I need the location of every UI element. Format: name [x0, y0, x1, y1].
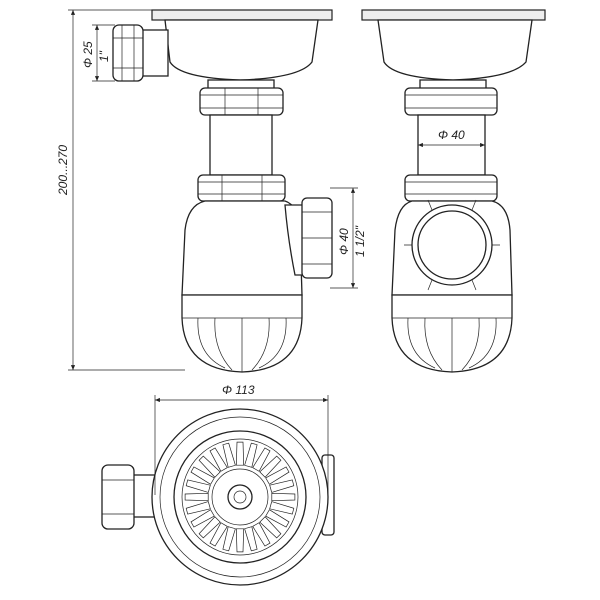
pipe-diameter-label: Φ 40 — [438, 128, 465, 142]
height-dimension: 200...270 — [56, 9, 185, 371]
strainer-slot — [190, 466, 215, 485]
strainer-slot — [235, 528, 245, 553]
sink-rim — [151, 9, 333, 21]
strainer-slot — [252, 447, 271, 472]
top-view — [101, 408, 335, 586]
outlet-connector — [284, 197, 333, 279]
outlet-diameter-label: Φ 40 — [337, 228, 351, 255]
outlet-dimension: Φ 40 1 1/2" — [330, 187, 367, 289]
upper-nut — [199, 87, 284, 116]
strainer-slot — [252, 522, 271, 547]
overflow-thread-label: 1" — [97, 50, 111, 62]
front-view — [112, 9, 333, 373]
strainer-slot — [209, 522, 228, 547]
strainer-diameter-label: Φ 113 — [222, 383, 255, 397]
strainer-slot — [235, 441, 245, 466]
top-overflow-connector — [101, 464, 156, 530]
strainer-dimension: Φ 113 — [154, 383, 329, 495]
overflow-connector — [112, 24, 169, 82]
pipe-dimension: Φ 40 — [418, 128, 485, 148]
strainer-slot — [271, 492, 296, 502]
height-label: 200...270 — [56, 145, 70, 196]
strainer-slot — [185, 501, 211, 515]
strainer-slot — [198, 516, 221, 539]
strainer-slot — [269, 501, 295, 515]
strainer-slot — [244, 442, 258, 468]
overflow-dimension: Φ 25 1" — [81, 24, 115, 82]
strainer-slot — [198, 455, 221, 478]
strainer-bowl — [164, 19, 319, 81]
side-view — [361, 9, 546, 373]
strainer-slot — [184, 492, 209, 502]
strainer-slot — [265, 466, 290, 485]
strainer-slot — [265, 509, 290, 528]
lower-nut — [197, 174, 286, 202]
strainer-slot — [259, 455, 282, 478]
strainer-slot — [222, 442, 236, 468]
strainer-slot — [259, 516, 282, 539]
pipe — [209, 114, 273, 176]
overflow-diameter-label: Φ 25 — [81, 41, 95, 68]
trap-body — [181, 200, 303, 296]
strainer-slot — [222, 526, 236, 552]
strainer-slot — [190, 509, 215, 528]
strainer-slots — [184, 441, 296, 553]
strainer-slot — [269, 479, 295, 493]
strainer-slot — [244, 526, 258, 552]
strainer-slot — [185, 479, 211, 493]
outlet-thread-label: 1 1/2" — [353, 225, 367, 257]
strainer-slot — [209, 447, 228, 472]
